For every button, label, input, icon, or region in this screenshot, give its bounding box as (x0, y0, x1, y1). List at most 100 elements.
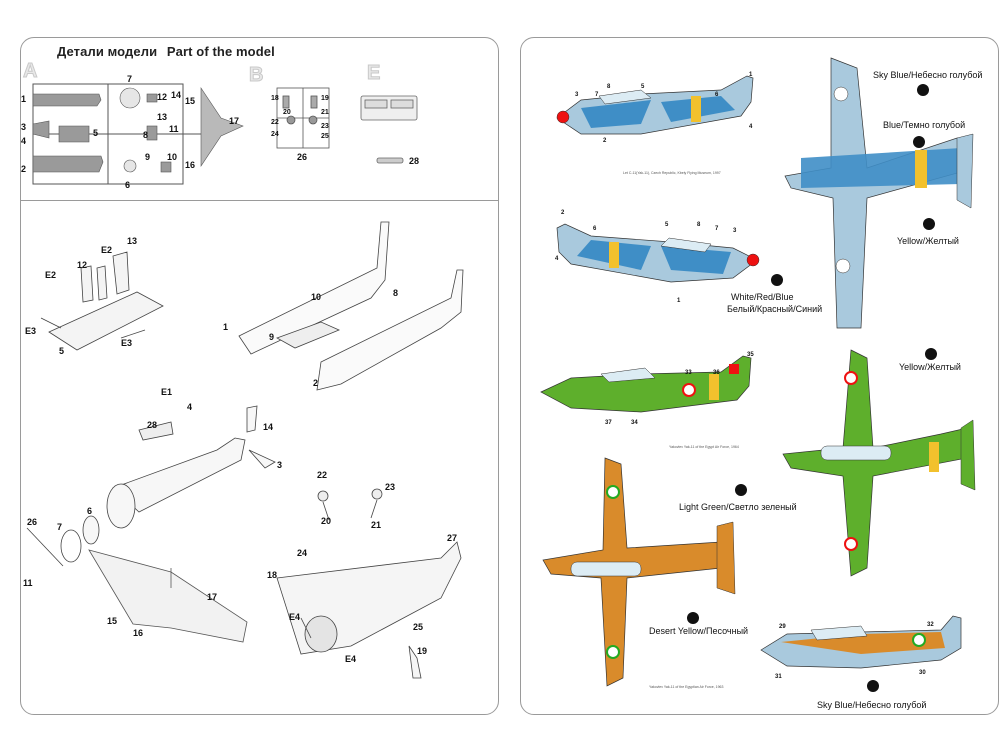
part-number: E1 (161, 387, 172, 397)
callout: 30 (919, 670, 926, 676)
sprue-e (360, 95, 418, 164)
callout: 3 (575, 92, 579, 98)
egypt-side-callouts: 33 34 35 36 37 (605, 352, 754, 426)
callout: 31 (775, 674, 782, 680)
part-number: 7 (57, 522, 62, 532)
callout: 6 (593, 226, 597, 232)
cockpit-numbers: E2 12 E2 13 E3 5 E3 (25, 236, 137, 356)
part-number: 18 (267, 570, 277, 580)
part-number: 2 (313, 378, 318, 388)
sprue-label-b: B (248, 64, 264, 87)
callout: 36 (713, 370, 720, 376)
callout: 37 (605, 420, 612, 426)
part-number: 6 (125, 180, 130, 190)
pointer-dot (735, 484, 747, 496)
callout: 4 (749, 124, 753, 130)
part-number: 5 (93, 128, 98, 138)
part-number: 9 (269, 332, 274, 342)
part-number: E3 (121, 338, 132, 348)
part-number: 10 (311, 292, 321, 302)
part-number: 25 (413, 622, 423, 632)
part-number: 22 (317, 470, 327, 480)
color-label: Desert Yellow/Песочный (649, 626, 748, 636)
part-number: 20 (321, 516, 331, 526)
sprue-e-numbers: 28 (409, 156, 419, 166)
callout: 33 (685, 370, 692, 376)
czech-side-top-callouts: 1 2 3 4 5 6 7 8 (575, 72, 753, 144)
sprue-a-numbers: 1 2 3 4 5 6 7 8 9 10 11 12 13 14 15 16 1… (21, 74, 239, 190)
part-number: 21 (321, 109, 329, 116)
part-number: 23 (321, 123, 329, 130)
czech-caption: Let C-11(Yak-11), Czech Republic, Kbely … (623, 171, 721, 175)
czech-side-bottom-callouts: 1 2 3 4 5 6 7 8 (555, 210, 737, 304)
pointer-dot (687, 612, 699, 624)
callout: 1 (677, 298, 681, 304)
color-label: Blue/Темно голубой (883, 120, 965, 130)
part-number: 14 (263, 422, 273, 432)
color-label: Light Green/Светло зеленый (679, 502, 797, 512)
egypt-caption: Yakovlev Yak-11 of the Egypt Air Force, … (669, 445, 739, 449)
desert-side-callouts: 29 30 31 32 (775, 622, 934, 680)
part-number: 28 (147, 420, 157, 430)
pointer-dot (917, 84, 929, 96)
part-number: 27 (447, 533, 457, 543)
part-number: 11 (23, 578, 33, 588)
egypt-label-dots (735, 348, 937, 496)
color-label: Yellow/Желтый (897, 236, 959, 246)
gear-parts (317, 488, 383, 521)
part-number: 17 (207, 592, 217, 602)
part-number: 2 (21, 164, 26, 174)
egypt-top-view (782, 349, 976, 577)
color-label: White/Red/Blue (731, 292, 794, 302)
part-number: 3 (21, 122, 26, 132)
callout: 32 (927, 622, 934, 628)
parts-panel: Детали модели Part of the model A B E (20, 37, 499, 715)
part-number: 3 (277, 460, 282, 470)
header-en: Part of the model (166, 44, 275, 59)
part-number: E2 (101, 245, 112, 255)
desert-caption: Yakovlev Yak-11 of the Egyptian Air Forc… (649, 685, 724, 689)
pointer-dot (913, 136, 925, 148)
part-number: 4 (21, 136, 26, 146)
pointer-dot (867, 680, 879, 692)
gear-main-numbers: 24 18 27 E4 E4 25 19 (267, 533, 457, 664)
callout: 2 (603, 138, 607, 144)
part-number: 12 (77, 260, 87, 270)
part-number: 26 (27, 517, 37, 527)
part-number: 25 (321, 133, 329, 140)
sprue-b-numbers: 18 19 20 21 22 23 24 25 26 (271, 95, 329, 162)
part-number: E4 (289, 612, 300, 622)
part-number: 17 (229, 116, 239, 126)
wing-numbers: 17 15 16 (107, 592, 217, 638)
part-number: 12 (157, 92, 167, 102)
painting-panel: 1 2 3 4 5 6 7 8 Let C-11(Yak-11), Czech … (520, 37, 999, 715)
part-number: 15 (107, 616, 117, 626)
part-number: 21 (371, 520, 381, 530)
part-number: 13 (157, 112, 167, 122)
czech-side-bottom (556, 223, 760, 283)
part-number: E4 (345, 654, 356, 664)
color-label: Sky Blue/Небесно голубой (873, 70, 982, 80)
painting-drawing: 1 2 3 4 5 6 7 8 Let C-11(Yak-11), Czech … (540, 57, 982, 710)
color-label: Yellow/Желтый (899, 362, 961, 372)
callout: 4 (555, 256, 559, 262)
desert-top-view (542, 457, 736, 687)
callout: 5 (665, 222, 669, 228)
pointer-dot (923, 218, 935, 230)
fuselage-numbers: 1 9 10 8 2 (223, 288, 398, 388)
callout: 7 (715, 226, 719, 232)
part-number: 18 (271, 95, 279, 102)
part-number: 1 (223, 322, 228, 332)
part-number: 1 (21, 94, 26, 104)
part-number: 23 (385, 482, 395, 492)
desert-label-dots (687, 612, 879, 692)
czech-labels: Sky Blue/Небесно голубой Blue/Темно голу… (727, 70, 982, 314)
part-number: 19 (417, 646, 427, 656)
part-number: 4 (187, 402, 192, 412)
part-number: E3 (25, 326, 36, 336)
color-label: Белый/Красный/Синий (727, 304, 822, 314)
part-number: 10 (167, 152, 177, 162)
section-divider (21, 200, 498, 201)
part-number: 6 (87, 506, 92, 516)
gear-small-numbers: 22 23 20 21 (317, 470, 395, 530)
